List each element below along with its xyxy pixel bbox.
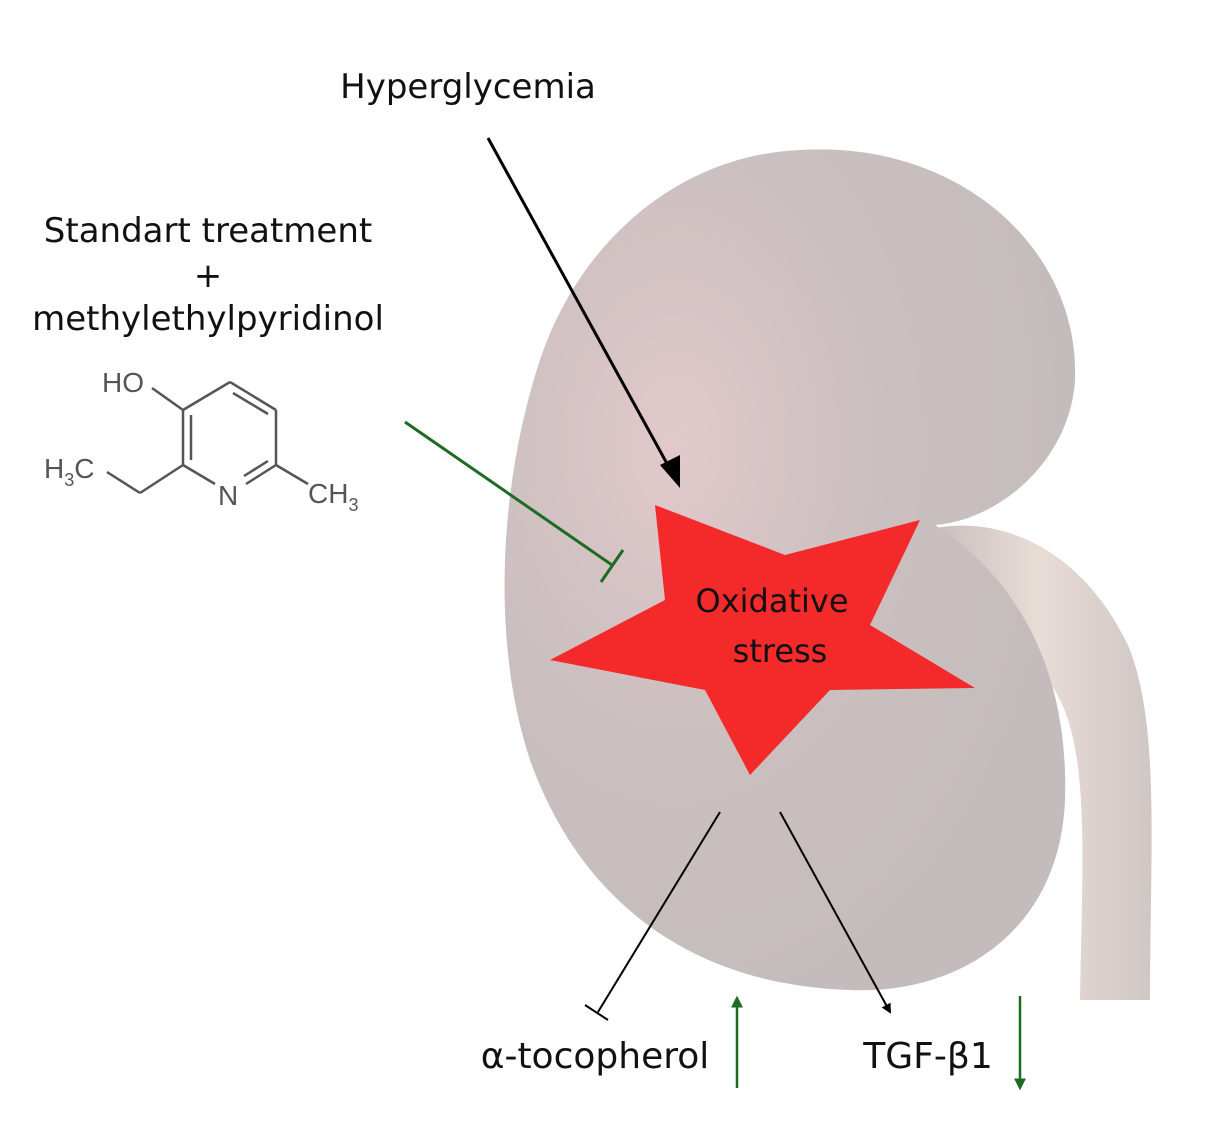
oxidative-stress-label-2: stress bbox=[733, 632, 828, 670]
treatment-label-line1: Standart treatment bbox=[44, 211, 372, 251]
methylethylpyridinol-structure bbox=[106, 380, 309, 495]
chem-ho: HO bbox=[102, 367, 144, 398]
treatment-label-plus: + bbox=[194, 256, 223, 296]
chem-ch3: CH3 bbox=[308, 478, 358, 515]
tgf-label: TGF-β1 bbox=[862, 1036, 992, 1077]
chem-n: N bbox=[218, 480, 238, 511]
tocopherol-inhibit-line bbox=[597, 811, 721, 1013]
treatment-label-line2: methylethylpyridinol bbox=[32, 299, 384, 339]
hyperglycemia-arrow bbox=[486, 137, 678, 481]
oxidative-stress-star bbox=[550, 505, 975, 775]
treatment-inhibit-bar bbox=[599, 549, 625, 583]
hyperglycemia-label: Hyperglycemia bbox=[340, 67, 596, 107]
tocopherol-inhibit-bar bbox=[584, 1004, 609, 1021]
tocopherol-label: α-tocopherol bbox=[481, 1036, 710, 1077]
oxidative-stress-label-1: Oxidative bbox=[696, 582, 849, 620]
chem-h3c: H3C bbox=[44, 453, 94, 490]
tgf-arrow bbox=[779, 811, 891, 1014]
ureter bbox=[925, 525, 1152, 1000]
treatment-inhibit-line bbox=[404, 420, 613, 567]
hyperglycemia-arrowhead bbox=[660, 455, 680, 488]
